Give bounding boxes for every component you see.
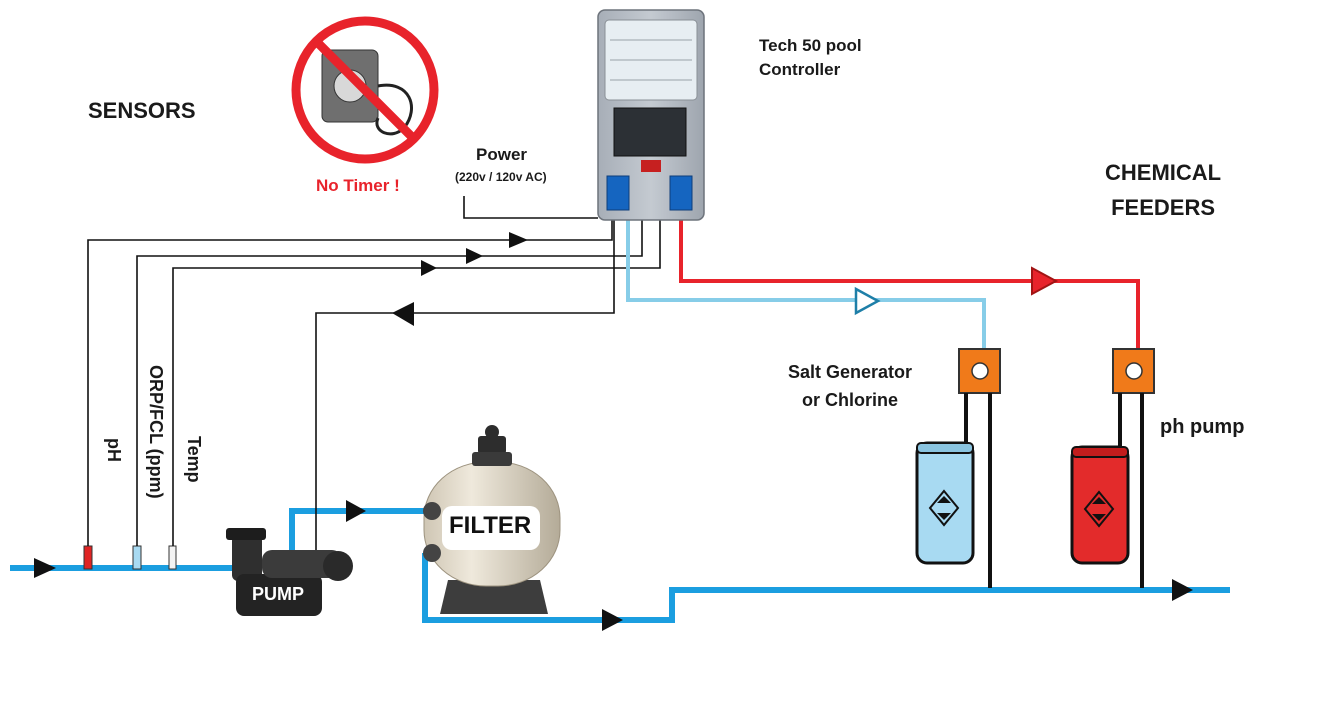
sensor-ph-probe — [83, 545, 93, 570]
chemical-feeders-line1: CHEMICAL — [1105, 160, 1222, 185]
filter-icon — [423, 425, 561, 614]
no-timer-label: No Timer ! — [316, 176, 400, 195]
sensor-orp-label: ORP/FCL (ppm) — [146, 365, 166, 499]
no-timer-icon — [291, 16, 439, 164]
ph-flow-arrow — [1031, 266, 1059, 296]
sensor-ph-label: pH — [104, 438, 124, 462]
sensors-heading: SENSORS — [88, 98, 196, 123]
salt-generator-label: Salt Generator or Chlorine — [788, 358, 912, 414]
chlorine-flow-arrow — [854, 286, 881, 316]
pool-controller — [597, 9, 705, 221]
sensor-orp-probe — [132, 545, 142, 570]
ph-feeder — [1070, 348, 1155, 588]
controller-label-line2: Controller — [759, 60, 841, 79]
sensor-temp-label: Temp — [184, 436, 204, 483]
signal-arrows — [392, 232, 528, 326]
ph-pump-label: ph pump — [1160, 416, 1245, 438]
power-label: Power — [476, 145, 528, 164]
ph-feed-line — [679, 200, 1140, 362]
pump-label: PUMP — [252, 584, 305, 604]
power-spec-label: (220v / 120v AC) — [455, 170, 547, 184]
controller-label: Tech 50 pool Controller — [759, 34, 862, 82]
chemical-feeders-heading: CHEMICAL FEEDERS — [1105, 155, 1221, 225]
signal-wires — [87, 196, 661, 555]
chlorine-feeder — [915, 348, 1001, 588]
controller-label-line1: Tech 50 pool — [759, 36, 862, 55]
salt-generator-line2: or Chlorine — [802, 390, 899, 410]
pump-icon — [226, 528, 353, 616]
salt-generator-line1: Salt Generator — [788, 362, 913, 382]
filter-label: FILTER — [449, 512, 532, 539]
chlorine-feed-line — [626, 200, 986, 362]
sensor-temp-probe — [168, 545, 177, 570]
chemical-feeders-line2: FEEDERS — [1111, 195, 1216, 220]
water-pipe — [10, 508, 1230, 623]
water-flow-arrows — [34, 500, 1193, 631]
